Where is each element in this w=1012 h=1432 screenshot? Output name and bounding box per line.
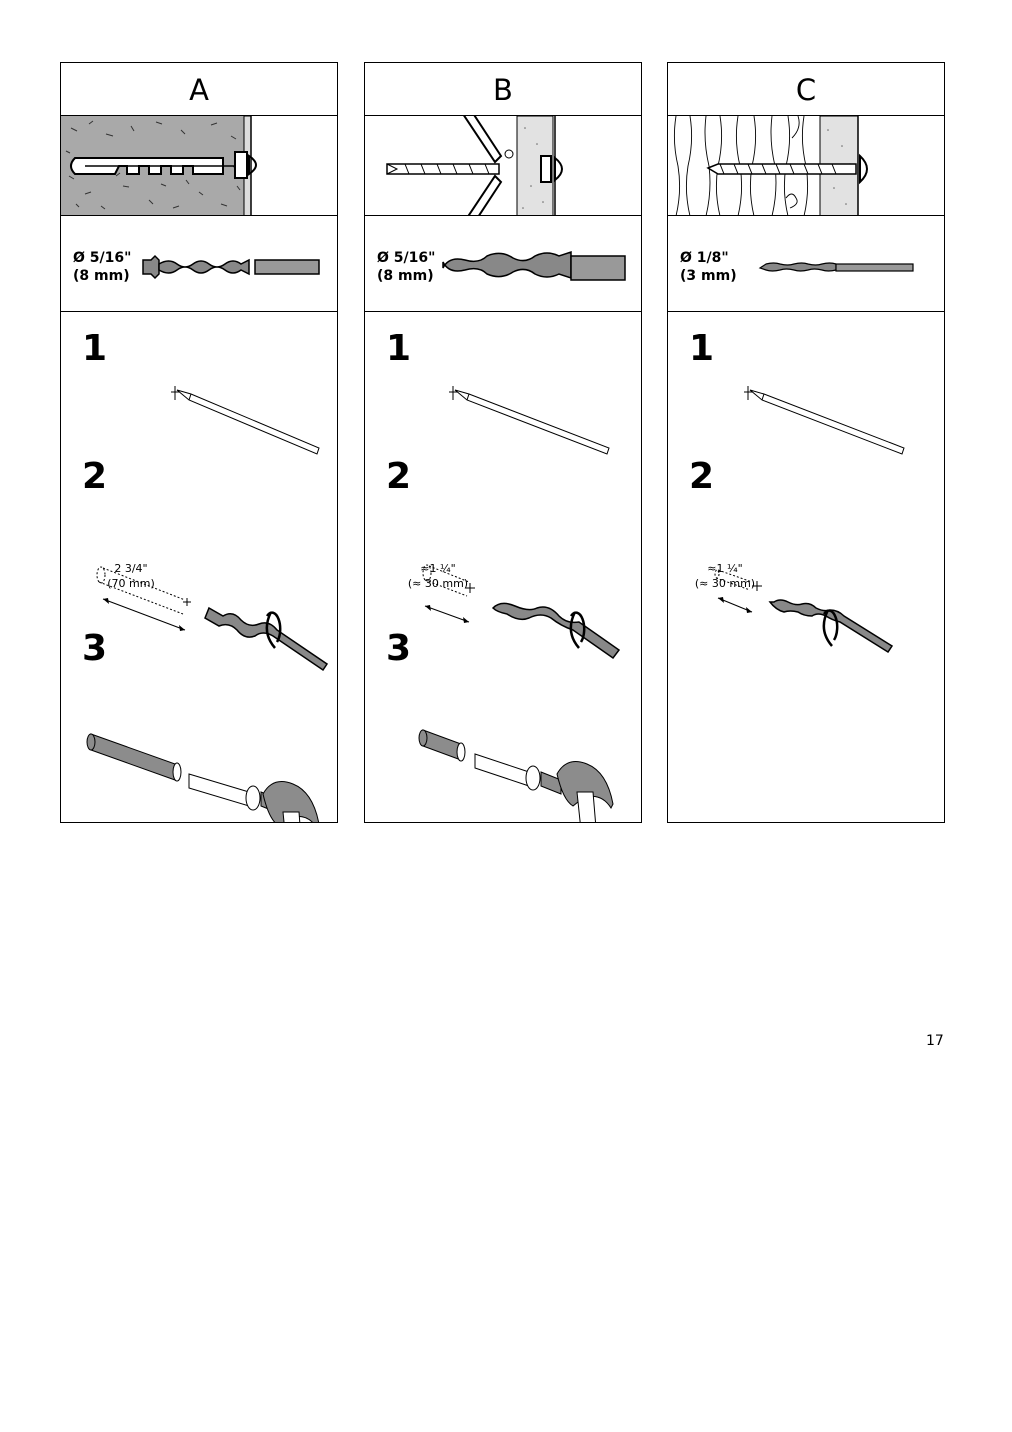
- drill-bit-spec: Ø 1/8" (3 mm): [668, 216, 944, 312]
- drill-diameter-label: Ø 5/16" (8 mm): [377, 249, 435, 285]
- panel-a: A Ø 5/16" (8 mm) 1 2: [60, 62, 338, 823]
- step-number: 1: [386, 328, 412, 369]
- panel-letter: C: [668, 63, 944, 116]
- masonry-drill-bit-icon: [442, 250, 626, 281]
- hole-depth-mm: (70 mm): [107, 577, 155, 590]
- panel-letter: B: [365, 63, 641, 116]
- steps-illustration: [714, 386, 905, 654]
- drill-bit-spec: Ø 5/16" (8 mm): [61, 216, 337, 312]
- drill-diameter-label: Ø 5/16" (8 mm): [73, 249, 131, 285]
- step-number: 3: [386, 628, 412, 669]
- drilling-bit-icon: [491, 602, 621, 660]
- wall-illustration-drywall: [365, 116, 641, 216]
- wall-illustration-wood: [668, 116, 944, 216]
- pencil-mark-icon: [171, 386, 320, 455]
- page-number: 17: [926, 1033, 944, 1049]
- hole-depth-diagram: [422, 564, 475, 623]
- step-number: 3: [82, 628, 108, 669]
- anchor-insert-icon: [86, 733, 282, 815]
- steps-illustration: [418, 386, 621, 822]
- drill-bit-spec: Ø 5/16" (8 mm): [365, 216, 641, 312]
- masonry-drill-bit-icon: [142, 254, 320, 280]
- hole-depth-inch: ≈1 ¼": [707, 562, 743, 575]
- hole-depth-diagram: [714, 569, 762, 613]
- hammer-icon: [556, 761, 614, 822]
- wood-drill-bit-icon: [758, 262, 914, 272]
- step-number: 2: [386, 456, 412, 497]
- hole-depth-diagram: [96, 566, 191, 631]
- panel-letter: A: [61, 63, 337, 116]
- steps-illustration: [86, 386, 329, 822]
- hole-depth-label: ≈1 ¼" (≈ 30 mm): [692, 561, 758, 591]
- step-number: 1: [82, 328, 108, 369]
- panel-c: C: [667, 62, 945, 823]
- drill-diameter-inch: Ø 1/8": [680, 250, 729, 266]
- step-number: 2: [689, 456, 715, 497]
- step-number: 1: [689, 328, 715, 369]
- panel-b: B Ø 5/16" (8 mm) 1 2 3: [364, 62, 642, 823]
- hole-depth-label: 2 3/4" (70 mm): [101, 561, 161, 591]
- wall-illustration-masonry: [61, 116, 337, 216]
- drilling-bit-icon: [204, 606, 329, 672]
- anchor-insert-icon: [418, 729, 562, 795]
- drill-diameter-mm: (8 mm): [377, 268, 434, 284]
- drill-diameter-mm: (8 mm): [73, 268, 130, 284]
- drill-diameter-mm: (3 mm): [680, 268, 737, 284]
- hole-depth-label: ≈1 ¼" (≈ 30 mm): [405, 561, 471, 591]
- step-number: 2: [82, 456, 108, 497]
- hole-depth-inch: ≈1 ¼": [420, 562, 456, 575]
- hole-depth-inch: 2 3/4": [114, 562, 148, 575]
- drill-diameter-label: Ø 1/8" (3 mm): [680, 249, 737, 285]
- hole-depth-mm: (≈ 30 mm): [407, 577, 469, 590]
- pencil-mark-icon: [744, 386, 905, 455]
- drilling-bit-icon: [768, 599, 894, 654]
- hole-depth-mm: (≈ 30 mm): [694, 577, 756, 590]
- pencil-mark-icon: [449, 386, 610, 455]
- drill-diameter-inch: Ø 5/16": [377, 250, 436, 266]
- hammer-icon: [262, 781, 320, 822]
- drill-diameter-inch: Ø 5/16": [73, 250, 132, 266]
